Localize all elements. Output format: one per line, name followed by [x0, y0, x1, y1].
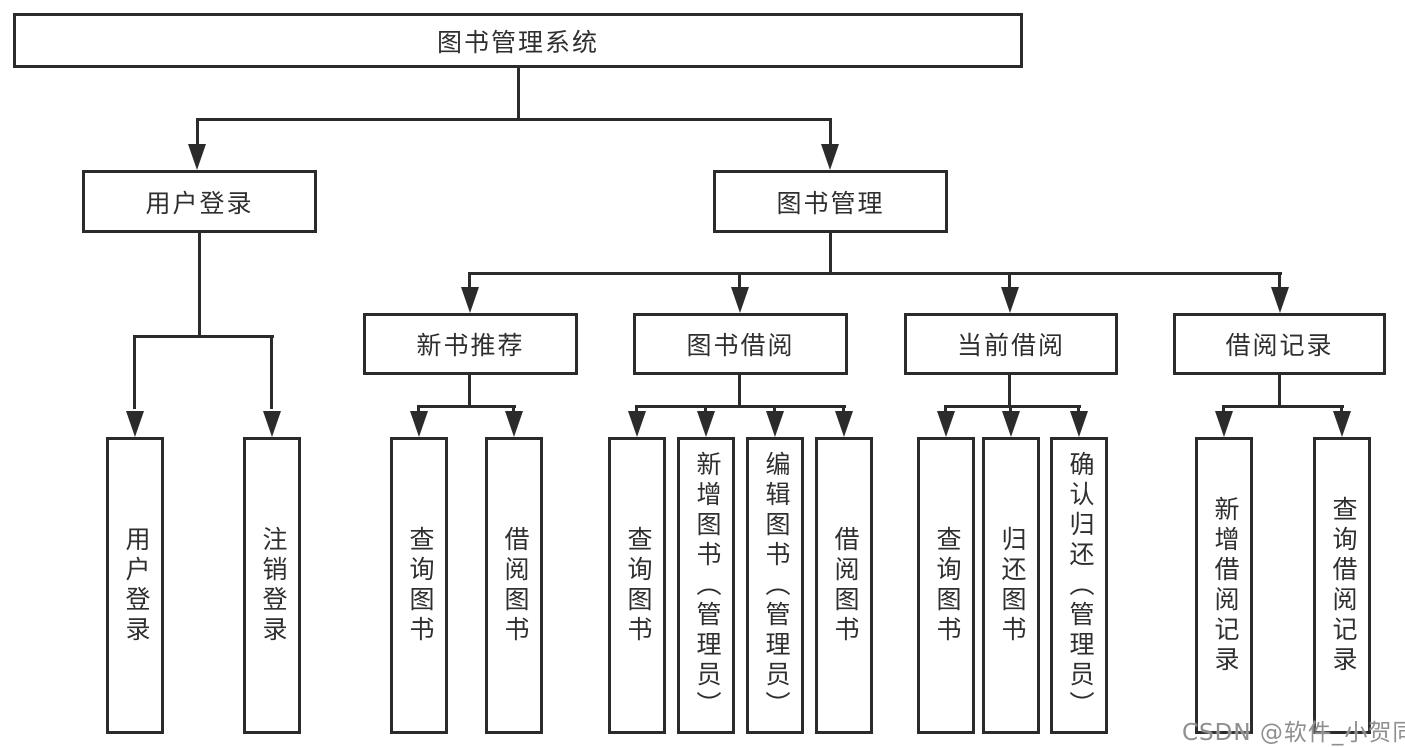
connector-nbr-stub — [468, 375, 471, 407]
connector-book-mgmt-branch — [468, 272, 1282, 275]
leaf-br-add-record: 新增借阅记录 — [1195, 437, 1253, 734]
leaf-br-query-record: 查询借阅记录 — [1313, 437, 1371, 734]
arrow-down-icon — [505, 411, 523, 437]
connector-user-login-branch — [133, 335, 274, 338]
connector-book-mgmt-arm2 — [738, 272, 741, 288]
arrow-down-icon — [410, 411, 428, 437]
connector-bb-arm4 — [842, 405, 845, 413]
node-user-login: 用户登录 — [82, 170, 317, 233]
arrow-down-icon — [766, 411, 784, 437]
leaf-cb-confirm-return: 确认归还（管理员） — [1050, 437, 1108, 734]
node-new-book-recommend: 新书推荐 — [363, 313, 578, 375]
connector-br-arm1 — [1222, 405, 1225, 413]
connector-root-arm-left — [196, 118, 199, 148]
arrow-down-icon — [188, 144, 206, 170]
arrow-down-icon — [1215, 411, 1233, 437]
csdn-watermark: CSDN @软件_小贺同学 — [1182, 720, 1405, 746]
leaf-nbr-borrow-book: 借阅图书 — [485, 437, 543, 734]
arrow-down-icon — [821, 144, 839, 170]
arrow-down-icon — [835, 411, 853, 437]
leaf-logout: 注销登录 — [243, 437, 301, 734]
connector-book-mgmt-arm3 — [1008, 272, 1011, 288]
connector-nbr-arm1 — [417, 405, 420, 413]
leaf-nbr-query-book: 查询图书 — [390, 437, 448, 734]
node-book-management: 图书管理 — [713, 170, 948, 233]
connector-user-login-arm2 — [270, 335, 273, 409]
connector-br-stub — [1278, 375, 1281, 407]
arrow-down-icon — [1271, 287, 1289, 313]
connector-book-mgmt-stub — [829, 233, 832, 274]
connector-root-stub — [517, 68, 520, 120]
connector-nbr-arm2 — [512, 405, 515, 413]
arrow-down-icon — [628, 411, 646, 437]
arrow-down-icon — [697, 411, 715, 437]
connector-br-branch — [1222, 405, 1344, 408]
connector-cb-arm3 — [1077, 405, 1080, 413]
leaf-cb-query-book: 查询图书 — [917, 437, 975, 734]
arrow-down-icon — [1002, 411, 1020, 437]
leaf-bb-edit-book: 编辑图书（管理员） — [746, 437, 804, 734]
connector-bb-stub — [738, 375, 741, 407]
connector-bb-arm3 — [773, 405, 776, 413]
arrow-down-icon — [461, 287, 479, 313]
connector-bb-branch — [635, 405, 846, 408]
arrow-down-icon — [731, 287, 749, 313]
arrow-down-icon — [1001, 287, 1019, 313]
connector-root-arm-right — [829, 118, 832, 148]
connector-user-login-arm1 — [133, 335, 136, 409]
leaf-user-login: 用户登录 — [106, 437, 164, 734]
node-current-borrow: 当前借阅 — [904, 313, 1118, 375]
connector-book-mgmt-arm4 — [1278, 272, 1281, 288]
arrow-down-icon — [263, 411, 281, 437]
connector-user-login-stub — [198, 233, 201, 337]
leaf-bb-query-book: 查询图书 — [608, 437, 666, 734]
connector-book-mgmt-arm1 — [468, 272, 471, 288]
connector-root-branch — [196, 118, 832, 121]
node-borrow-record: 借阅记录 — [1173, 313, 1386, 375]
arrow-down-icon — [126, 411, 144, 437]
arrow-down-icon — [1070, 411, 1088, 437]
leaf-bb-add-book: 新增图书（管理员） — [677, 437, 735, 734]
node-root: 图书管理系统 — [13, 13, 1023, 68]
node-book-borrow: 图书借阅 — [633, 313, 848, 375]
connector-cb-branch — [944, 405, 1081, 408]
leaf-bb-borrow-book: 借阅图书 — [815, 437, 873, 734]
leaf-cb-return-book: 归还图书 — [982, 437, 1040, 734]
connector-bb-arm2 — [704, 405, 707, 413]
connector-cb-arm1 — [944, 405, 947, 413]
connector-cb-arm2 — [1009, 405, 1012, 413]
connector-bb-arm1 — [635, 405, 638, 413]
connector-br-arm2 — [1340, 405, 1343, 413]
arrow-down-icon — [937, 411, 955, 437]
connector-cb-stub — [1008, 375, 1011, 407]
connector-nbr-branch — [417, 405, 516, 408]
arrow-down-icon — [1333, 411, 1351, 437]
